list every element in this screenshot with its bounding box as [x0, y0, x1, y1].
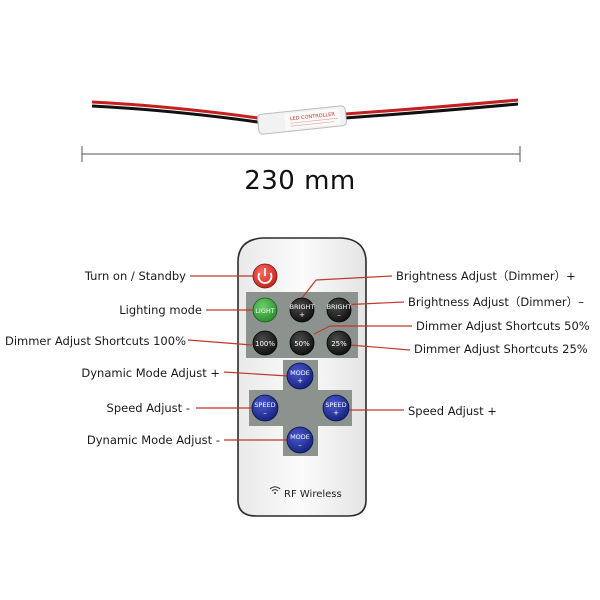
bright-down-button[interactable]: BRIGHT –: [326, 297, 352, 323]
label-lighting-mode: Lighting mode: [119, 303, 202, 317]
label-speed-plus: Speed Adjust +: [408, 404, 497, 418]
label-turn-on-standby: Turn on / Standby: [84, 269, 186, 283]
mode-up-word: MODE: [290, 369, 310, 377]
label-dynamic-mode-plus: Dynamic Mode Adjust +: [81, 366, 220, 380]
b100-label: 100%: [255, 340, 275, 348]
led-controller-module: LED CONTROLLER: [257, 105, 347, 135]
wire-left: [91, 100, 259, 124]
power-icon: [257, 272, 273, 284]
speed-left-word: SPEED: [254, 401, 275, 409]
speed-left-sign: –: [263, 409, 267, 417]
length-dimension: 230 mm: [244, 166, 356, 196]
brightness-50-button[interactable]: 50%: [289, 330, 315, 356]
b25-label: 25%: [331, 340, 347, 348]
brightness-25-button[interactable]: 25%: [326, 330, 352, 356]
b50-label: 50%: [294, 340, 310, 348]
callout-lines: [187, 275, 412, 441]
bright-down-word: BRIGHT: [327, 303, 352, 311]
light-button-label: LIGHT: [255, 307, 274, 315]
label-brightness-minus: Brightness Adjust（Dimmer）–: [408, 295, 584, 309]
light-button[interactable]: LIGHT: [252, 297, 278, 323]
wifi-icon: [271, 489, 279, 492]
controller-title: LED CONTROLLER: [290, 112, 336, 123]
dimension-line: [81, 146, 521, 162]
label-brightness-plus: Brightness Adjust（Dimmer）+: [396, 269, 576, 283]
label-dimmer-25: Dimmer Adjust Shortcuts 25%: [414, 342, 588, 356]
brightness-100-button[interactable]: 100%: [252, 330, 278, 356]
label-dimmer-50: Dimmer Adjust Shortcuts 50%: [416, 319, 590, 333]
mode-up-button[interactable]: MODE +: [286, 362, 314, 390]
power-button[interactable]: [252, 263, 278, 289]
speed-right-word: SPEED: [325, 401, 346, 409]
bright-down-sign: –: [337, 311, 341, 319]
speed-down-button[interactable]: SPEED –: [251, 394, 279, 422]
bright-up-word: BRIGHT: [290, 303, 315, 311]
bright-up-sign: +: [299, 311, 305, 319]
label-dynamic-mode-minus: Dynamic Mode Adjust -: [86, 433, 220, 447]
bright-up-button[interactable]: BRIGHT +: [289, 297, 315, 323]
wire-right: [344, 98, 519, 120]
label-dimmer-100: Dimmer Adjust Shortcuts 100%: [4, 334, 186, 348]
speed-right-sign: +: [333, 409, 339, 417]
mode-down-button[interactable]: MODE –: [286, 426, 314, 454]
mode-down-sign: –: [298, 441, 302, 449]
rf-wireless-brand: RF Wireless: [269, 486, 342, 500]
mode-down-word: MODE: [290, 433, 310, 441]
brand-text: RF Wireless: [284, 489, 342, 500]
label-speed-minus: Speed Adjust -: [106, 401, 190, 415]
speed-up-button[interactable]: SPEED +: [322, 394, 350, 422]
mode-up-sign: +: [297, 377, 303, 385]
